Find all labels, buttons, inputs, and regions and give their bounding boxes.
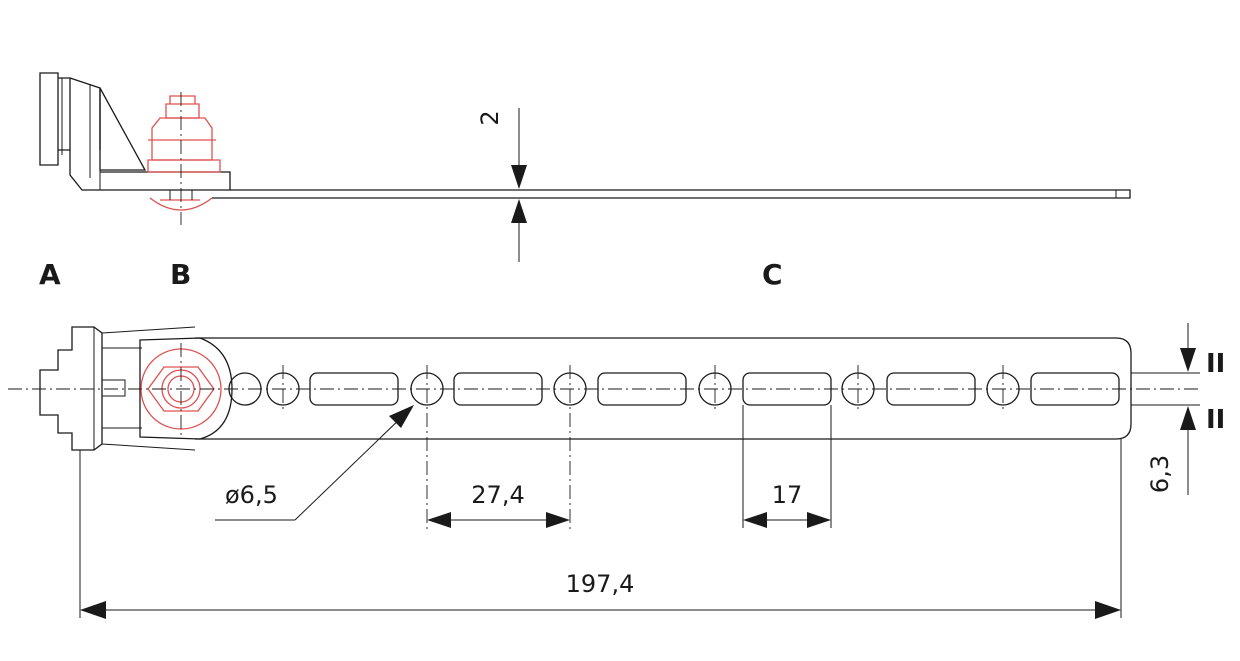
label-a: A: [39, 258, 61, 291]
parallel-mark-bottom: II: [1206, 405, 1225, 435]
hole-diameter-label: ø6,5: [225, 481, 278, 509]
width-dimension: 6,3 II II: [1131, 323, 1225, 495]
label-c: C: [762, 258, 783, 291]
top-view: [8, 326, 1198, 530]
overall-length-dimension: 197,4: [79, 439, 1122, 619]
side-view-mount-a: [39, 72, 231, 191]
slot-length-label: 17: [772, 481, 803, 509]
top-view-strip-outline: [195, 337, 1132, 440]
overall-length-label: 197,4: [566, 570, 635, 598]
thickness-dimension: 2: [476, 108, 527, 262]
thickness-dimension-label: 2: [476, 110, 504, 125]
side-view-strip-c: [212, 189, 1131, 199]
top-view-bolt-b: [139, 337, 233, 440]
top-view-mount-a: [39, 326, 196, 451]
width-label: 6,3: [1146, 455, 1174, 493]
side-view-bolt-b: [147, 95, 221, 211]
hole-pitch-label: 27,4: [471, 481, 524, 509]
side-view: 2: [39, 72, 1131, 262]
parallel-mark-top: II: [1206, 349, 1225, 379]
hole-diameter-dimension: ø6,5: [215, 405, 414, 521]
slot-length-dimension: 17: [742, 405, 832, 528]
hole-pitch-dimension: 27,4: [427, 481, 570, 528]
label-b: B: [170, 258, 191, 291]
